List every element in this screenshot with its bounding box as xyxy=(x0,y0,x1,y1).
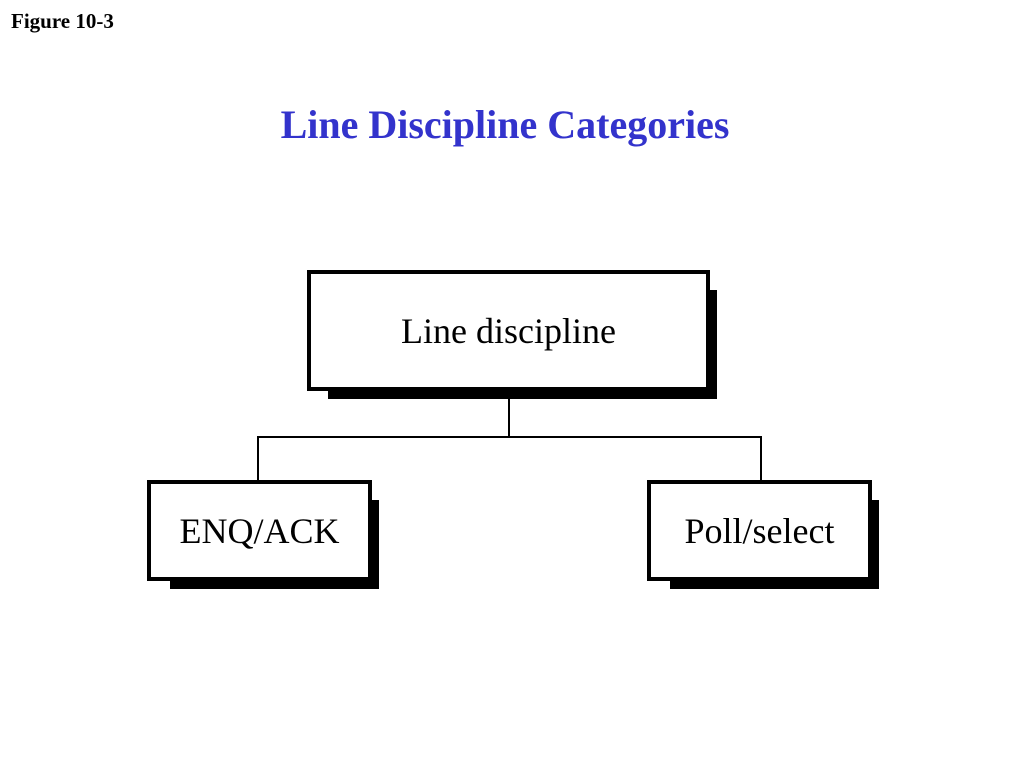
figure-label: Figure 10-3 xyxy=(11,9,114,33)
child-node-enq-ack: ENQ/ACK xyxy=(147,480,372,581)
left-branch-connector xyxy=(257,436,259,483)
horizontal-connector xyxy=(257,436,762,438)
right-branch-connector xyxy=(760,436,762,483)
child-node-poll-select-label: Poll/select xyxy=(684,510,835,551)
child-node-enq-ack-label: ENQ/ACK xyxy=(179,510,340,551)
root-node-label: Line discipline xyxy=(401,310,616,351)
root-stem-connector xyxy=(508,396,510,437)
child-node-poll-select: Poll/select xyxy=(647,480,872,581)
root-node: Line discipline xyxy=(307,270,710,391)
page-title: Line Discipline Categories xyxy=(280,102,730,147)
